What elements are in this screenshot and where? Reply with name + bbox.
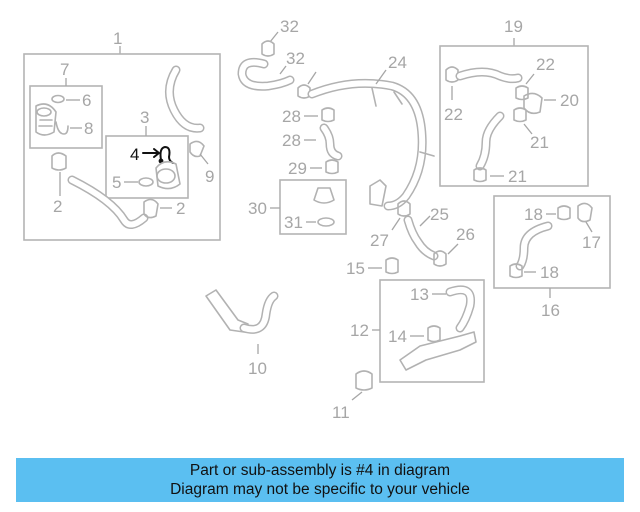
callout-2b: 2 [176,199,185,218]
part-8-gasket: 6 [51,91,91,110]
group-12: 12 13 14 [350,279,485,383]
callout-16: 16 [541,301,560,320]
part-27-hose: 28 [282,123,343,161]
callout-32a: 32 [280,17,299,36]
callout-8: 6 [82,91,91,110]
callout-10: 10 [248,359,267,378]
part-9-bypass-hose: 9 [165,65,214,186]
callout-3: 3 [140,108,149,127]
part-4-highlighted: 4 [130,145,174,164]
callout-20: 20 [560,91,579,110]
assembly-box-29 [279,179,347,235]
callout-28b: 29 [288,159,307,178]
part-25-clamp: 26 [433,225,475,267]
callout-15: 15 [346,259,365,278]
callout-24: 25 [430,205,449,224]
caption-disclaimer-line: Diagram may not be specific to your vehi… [170,481,470,498]
callout-2a: 2 [53,197,62,216]
part-2-clamp-upper: 2 [51,152,67,216]
callout-19: 19 [504,17,523,36]
part-hose-lower-radiator [67,175,149,229]
group-1: 1 7 6 8 3 4 [23,29,221,241]
assembly-box-12 [379,279,485,383]
callout-7: 8 [84,119,93,138]
group-29: 30 31 [248,179,347,235]
callout-9: 9 [205,167,214,186]
callout-13: 13 [410,285,429,304]
callout-25: 26 [456,225,475,244]
callout-22a: 22 [444,105,463,124]
assembly-box-16 [493,195,611,289]
assembly-box-19 [439,45,589,187]
callout-6: 7 [60,60,69,79]
assembly-box-3 [105,135,189,199]
callout-14: 14 [388,327,407,346]
part-31-hose: 32 [237,49,305,91]
callout-17: 17 [582,233,601,252]
group-16: 18 17 18 16 [493,195,611,320]
callout-22b: 22 [536,55,555,74]
part-32-clamp-top: 32 [261,17,299,57]
callout-11: 11 [332,403,350,422]
parts-diagram: 1 7 6 8 3 4 [23,17,611,422]
callout-26: 27 [370,231,389,250]
part-26-clamp: 27 [370,200,411,250]
callout-18b: 18 [540,263,559,282]
part-23-coolant-pipe: 24 [307,53,435,211]
part-7-clip: 8 [55,119,93,138]
callout-29: 30 [248,199,267,218]
part-5-o-ring: 5 [112,173,154,192]
part-10-hose-assembly: 10 [205,289,279,378]
callout-21b: 21 [508,167,527,186]
callout-5: 5 [112,173,121,192]
callout-27: 28 [282,131,301,150]
part-15-clamp: 15 [346,257,399,278]
part-28-clamp-upper: 28 [282,107,335,126]
callout-18a: 18 [524,205,543,224]
caption-part-line: Part or sub-assembly is #4 in diagram [189,462,451,479]
callout-23: 24 [388,53,407,72]
part-28-clamp-lower: 29 [288,159,339,178]
callout-30: 31 [284,213,303,232]
part-24-hose: 25 [403,205,449,261]
callout-31: 32 [286,49,305,68]
callout-28a: 28 [282,107,301,126]
part-11-connector: 11 [332,370,373,422]
caption-banner: Part or sub-assembly is #4 in diagram Di… [16,458,624,502]
callout-12: 12 [350,321,369,340]
callout-21a: 21 [530,133,549,152]
part-3-water-outlet [155,160,181,190]
part-2-clamp-lower: 2 [143,198,185,219]
part-6-thermostat-housing [35,103,57,136]
callout-1: 1 [113,29,122,48]
callout-4: 4 [130,145,139,164]
group-19: 19 22 22 20 21 21 [439,17,589,187]
assembly-box-1 [23,53,221,241]
